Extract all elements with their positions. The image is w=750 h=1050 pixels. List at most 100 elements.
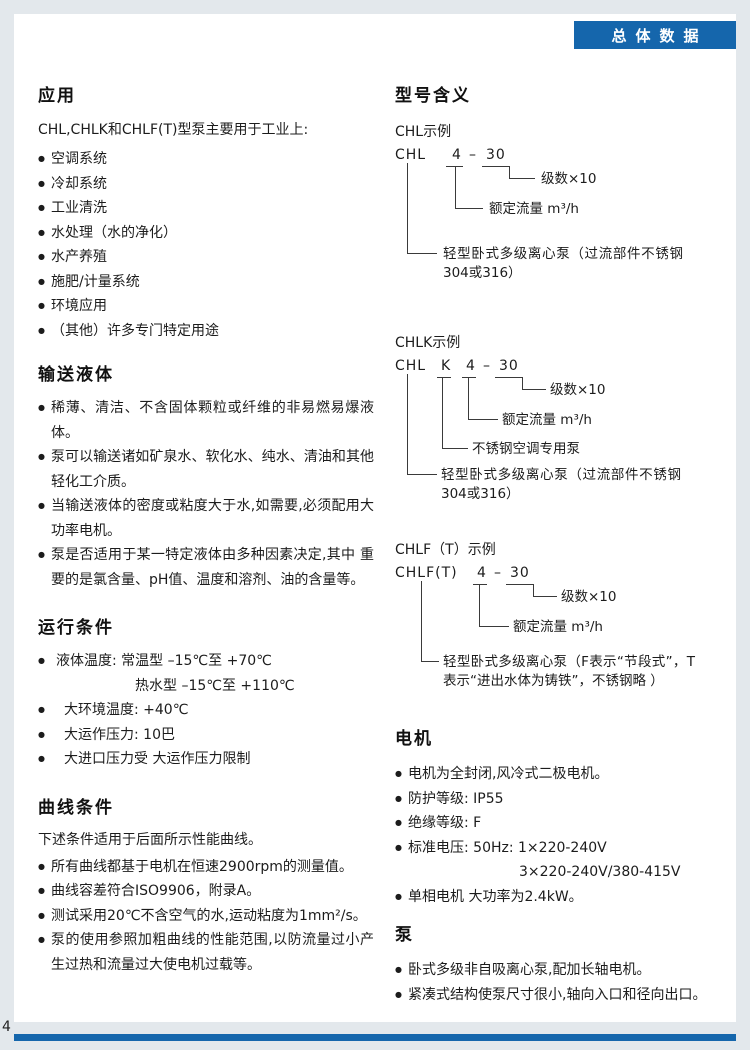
bullet-icon: ● (395, 891, 402, 901)
section-curve-conditions: 曲线条件 下述条件适用于后面所示性能曲线。 ● 所有曲线都基于电机在恒速2900r… (38, 798, 374, 978)
bullet-icon: ● (395, 842, 402, 852)
item-text: 测试采用20℃不含空气的水,运动粘度为1mm²/s。 (51, 907, 367, 924)
annotation-series: 轻型卧式多级离心泵（过流部件不锈钢304或316） (443, 246, 683, 281)
item-text: 防护等级: IP55 (408, 790, 504, 807)
annotation-stages: 级数×10 (541, 171, 597, 187)
list-item: ●泵可以输送诸如矿泉水、软化水、纯水、清油和其他轻化工介质。 (38, 445, 374, 494)
motor-list: ●电机为全封闭,风冷式二极电机。 ●防护等级: IP55 ●绝缘等级: F ●标… (395, 762, 736, 909)
annotation-flow: 额定流量 m³/h (513, 619, 603, 635)
list-item: ● 卧式多级非自吸离心泵,配加长轴电机。 (395, 958, 736, 983)
connector-line (407, 163, 437, 254)
bullet-icon: ● (38, 501, 45, 510)
list-item: ●泵是否适用于某一特定液体由多种因素决定,其中 重要的是氯含量、pH值、温度和溶… (38, 543, 374, 592)
connector-line (479, 584, 509, 627)
right-column: 型号含义 CHL示例 CHL 4 – 30 级数×10 额定流量 m³/h 轻型… (395, 72, 736, 1007)
item-text: 冷却系统 (51, 175, 107, 192)
item-text: 泵的使用参照加粗曲线的性能范围,以防流量过小产生过热和流量过大使电机过载等。 (51, 932, 374, 973)
item-text: 热水型 –15℃至 +110℃ (135, 677, 295, 694)
list-item: ● 大环境温度: +40℃ (38, 698, 374, 723)
bullet-icon: ● (38, 276, 45, 286)
underline-segment (495, 377, 522, 378)
curve-list: ● 所有曲线都基于电机在恒速2900rpm的测量值。 ●曲线容差符合ISO9906… (38, 855, 374, 978)
list-item: ●施肥/计量系统 (38, 270, 374, 295)
item-text: 空调系统 (51, 151, 107, 167)
list-item: ● 环境应用 (38, 294, 374, 319)
list-item: ●绝缘等级: F (395, 811, 736, 836)
item-text: 环境应用 (51, 298, 107, 314)
list-item: ● 当输送液体的密度或粘度大于水,如需要,必须配用大功率电机。 (38, 494, 374, 543)
annotation-k: 不锈钢空调专用泵 (472, 441, 580, 457)
item-text: 所有曲线都基于电机在恒速2900rpm的测量值。 (51, 858, 353, 875)
list-item-continuation: 热水型 –15℃至 +110℃ (38, 674, 374, 699)
bullet-icon: ● (38, 550, 45, 559)
connector-line (455, 166, 483, 209)
footer-bar (14, 1034, 736, 1041)
annotation-series: 轻型卧式多级离心泵（过流部件不锈钢304或316） (441, 467, 681, 502)
header-banner: 总体数据 (574, 21, 736, 49)
connector-line (407, 374, 437, 475)
list-item: ●测试采用20℃不含空气的水,运动粘度为1mm²/s。 (38, 904, 374, 929)
model-title: 型号含义 (395, 86, 471, 106)
curve-title: 曲线条件 (38, 797, 114, 818)
item-text: 液体温度: 常温型 –15℃至 +70℃ (56, 653, 272, 669)
model-code-part: CHLF(T) (395, 565, 458, 581)
bullet-icon: ● (38, 861, 45, 871)
underline-segment (482, 166, 509, 167)
model-code-part: 30 (499, 358, 519, 374)
connector-line (442, 377, 468, 449)
list-item: ● 稀薄、清洁、不含固体颗粒或纤维的非易燃易爆液体。 (38, 396, 374, 445)
bullet-icon: ● (38, 154, 45, 163)
item-text: 水产养殖 (51, 249, 107, 265)
underline-segment (506, 584, 533, 585)
list-item: ●水产养殖 (38, 245, 374, 270)
operating-list: ● 液体温度: 常温型 –15℃至 +70℃ 热水型 –15℃至 +110℃ ●大… (38, 649, 374, 772)
list-item: ●泵的使用参照加粗曲线的性能范围,以防流量过小产生过热和流量过大使电机过载等。 (38, 928, 374, 977)
model-code-part: 30 (510, 565, 530, 581)
model-example-label-chlk: CHLK示例 (395, 335, 461, 351)
annotation-stages: 级数×10 (550, 382, 606, 398)
item-text: 大环境温度: +40℃ (64, 702, 189, 718)
underline-segment (462, 377, 476, 378)
model-code-part: K (441, 358, 452, 374)
list-item-continuation: 3×220-240V/380-415V (395, 860, 736, 885)
operating-title: 运行条件 (38, 618, 114, 638)
item-text: 曲线容差符合ISO9906，附录A。 (51, 883, 261, 899)
list-item: ●单相电机 大功率为2.4kW。 (395, 885, 736, 910)
model-diagram-chl: CHL 4 – 30 级数×10 额定流量 m³/h 轻型卧式多级离心泵（过流部… (395, 146, 736, 286)
item-text: 工业清洗 (51, 200, 107, 216)
model-code-part: 4 (466, 358, 476, 374)
model-code-part: – (469, 147, 477, 163)
bullet-icon: ● (38, 705, 45, 714)
liquids-title: 输送液体 (38, 365, 114, 385)
section-liquids: 输送液体 ● 稀薄、清洁、不含固体颗粒或纤维的非易燃易爆液体。 ●泵可以输送诸如矿… (38, 365, 374, 592)
annotation-flow: 额定流量 m³/h (489, 201, 579, 217)
bullet-icon: ● (38, 452, 45, 461)
item-text: 稀薄、清洁、不含固体颗粒或纤维的非易燃易爆液体。 (51, 400, 374, 441)
bullet-icon: ● (38, 403, 45, 412)
list-item: ●大运作压力: 10巴 (38, 723, 374, 748)
bullet-icon: ● (395, 965, 402, 974)
bullet-icon: ● (38, 227, 45, 237)
connector-line (533, 584, 557, 597)
bullet-icon: ● (38, 301, 45, 310)
item-text: 卧式多级非自吸离心泵,配加长轴电机。 (408, 962, 651, 978)
item-text: 标准电压: 50Hz: 1×220-240V (408, 839, 607, 856)
model-code-part: 4 (477, 565, 487, 581)
liquids-list: ● 稀薄、清洁、不含固体颗粒或纤维的非易燃易爆液体。 ●泵可以输送诸如矿泉水、软化… (38, 396, 374, 592)
annotation-stages: 级数×10 (561, 589, 617, 605)
pump-list: ● 卧式多级非自吸离心泵,配加长轴电机。 ●紧凑式结构使泵尺寸很小,轴向入口和径向… (395, 958, 736, 1007)
item-text: 大运作压力: 10巴 (64, 726, 175, 743)
connector-line (509, 166, 535, 179)
applications-list: ●空调系统 ●冷却系统 ●工业清洗 ●水处理（水的净化） ●水产养殖 ●施肥/计… (38, 147, 374, 343)
list-item: ●紧凑式结构使泵尺寸很小,轴向入口和径向出口。 (395, 983, 736, 1008)
bullet-icon: ● (38, 203, 45, 212)
list-item: ● 所有曲线都基于电机在恒速2900rpm的测量值。 (38, 855, 374, 880)
list-item: ● 工业清洗 (38, 196, 374, 221)
model-example-label-chl: CHL示例 (395, 124, 452, 140)
curve-intro: 下述条件适用于后面所示性能曲线。 (38, 831, 262, 848)
model-code-part: CHL (395, 358, 427, 374)
item-text: 当输送液体的密度或粘度大于水,如需要,必须配用大功率电机。 (51, 498, 374, 539)
list-item: ●曲线容差符合ISO9906，附录A。 (38, 879, 374, 904)
model-code-part: CHL (395, 147, 427, 163)
model-example-label-chlf: CHLF（T）示例 (395, 542, 496, 558)
